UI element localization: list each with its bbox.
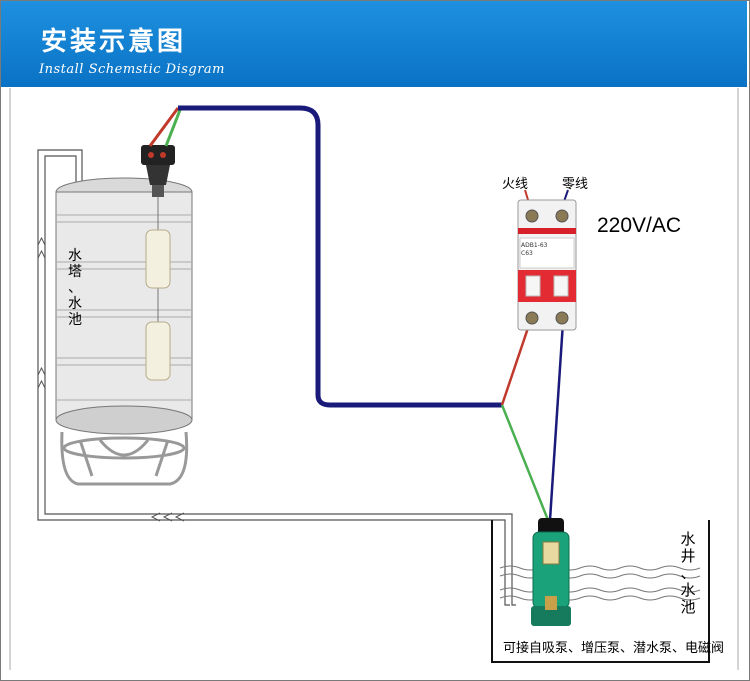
page-title: 安装示意图 xyxy=(41,27,187,57)
float-green-wire xyxy=(164,109,182,147)
header-banner: 安装示意图 Install Schemstic Disgram xyxy=(1,1,747,87)
neutral-wire xyxy=(548,321,565,521)
submersible-pump xyxy=(531,518,571,626)
water-waves xyxy=(499,565,701,601)
breaker-rating: C63 xyxy=(521,250,533,257)
page-subtitle: Install Schemstic Disgram xyxy=(39,62,226,77)
flow-arrows xyxy=(37,236,185,522)
float-red-wire xyxy=(148,107,180,147)
ground-wire xyxy=(500,404,550,521)
neutral-wire-label: 零线 xyxy=(562,177,589,192)
pump-note: 可接自吸泵、增压泵、潜水泵、电磁阀 xyxy=(503,641,725,656)
voltage-label: 220V/AC xyxy=(597,214,682,237)
live-wire xyxy=(500,321,532,406)
main-cable xyxy=(178,105,502,408)
breaker-model: ADB1-63 xyxy=(521,242,548,249)
tank-label: 水塔、水池 xyxy=(68,248,82,328)
water-pipe xyxy=(37,149,516,606)
well-label: 水井、水池 xyxy=(680,530,696,616)
water-tank xyxy=(55,177,193,486)
live-wire-label: 火线 xyxy=(502,177,529,192)
float-switch xyxy=(141,145,175,381)
circuit-breaker xyxy=(517,199,577,331)
well xyxy=(491,520,710,663)
